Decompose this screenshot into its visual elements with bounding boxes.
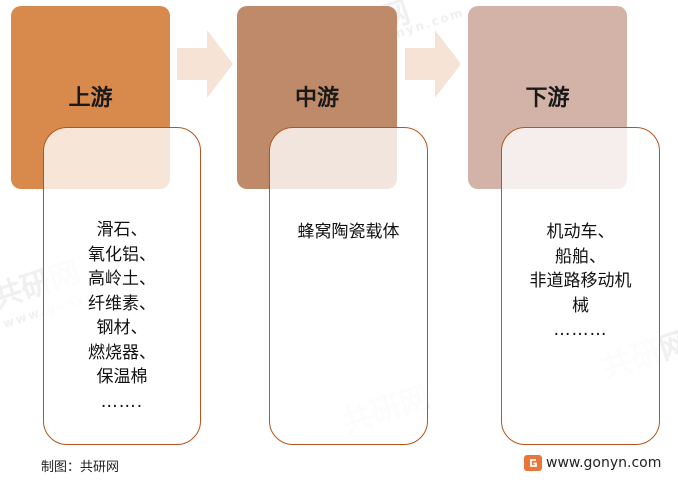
upstream-title: 上游 <box>68 86 113 111</box>
flow-arrow-icon <box>177 30 233 98</box>
downstream-item: 船舶、 <box>555 246 606 267</box>
downstream-item: 机动车、 <box>546 222 615 242</box>
upstream-item: 氧化铝、 <box>88 244 156 265</box>
downstream-item: ……… <box>553 320 608 340</box>
upstream-item: 保温棉 <box>96 367 148 387</box>
downstream-card: 机动车、 船舶、 非道路移动机械 ……… <box>501 127 660 445</box>
upstream-item: 钢材、 <box>96 318 148 338</box>
footer-credit: 制图：共研网 <box>41 460 120 475</box>
upstream-item: 燃烧器、 <box>88 342 156 363</box>
downstream-title: 下游 <box>525 86 570 111</box>
midstream-card: 蜂窝陶瓷载体 <box>269 127 428 445</box>
midstream-title: 中游 <box>294 86 339 111</box>
footer-website-text: www.gonyn.com <box>546 455 662 471</box>
upstream-item: 高岭土、 <box>88 269 156 289</box>
gonyn-logo-icon <box>524 455 542 471</box>
flow-arrow-icon <box>405 30 461 98</box>
upstream-item: 滑石、 <box>96 220 148 240</box>
upstream-card: 滑石、 氧化铝、 高岭土、 纤维素、 钢材、 燃烧器、 保温棉 ……. <box>43 127 201 445</box>
midstream-item: 蜂窝陶瓷载体 <box>297 222 400 242</box>
upstream-item: 纤维素、 <box>88 293 156 314</box>
footer-website: www.gonyn.com <box>524 455 661 471</box>
downstream-item: 非道路移动机械 <box>529 271 632 316</box>
upstream-item: ……. <box>100 391 144 412</box>
